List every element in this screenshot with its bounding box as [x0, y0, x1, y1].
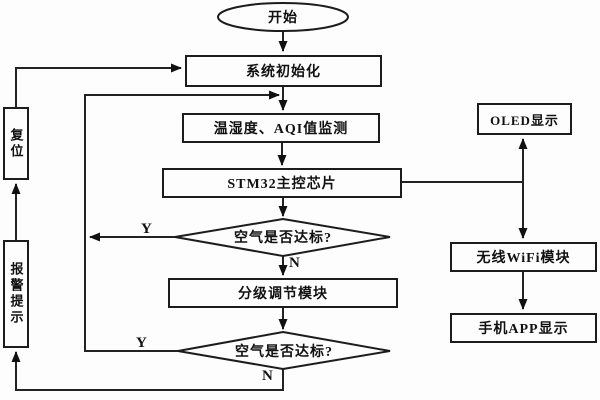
- node-phone-app-display: 手机APP显示: [450, 313, 597, 343]
- start-terminator-shape: [217, 2, 349, 32]
- check1-decision-shape: [174, 217, 391, 258]
- node-oled-display: OLED显示: [477, 103, 572, 135]
- node-reset: 复位: [3, 107, 29, 180]
- node-alarm-prompt: 报警提示: [3, 240, 29, 348]
- node-grading-adjust-module: 分级调节模块: [168, 278, 398, 308]
- node-wifi-module: 无线WiFi模块: [450, 242, 597, 272]
- check2-decision-shape: [177, 330, 391, 371]
- edge-check2-no-to-alarm: [11, 351, 284, 391]
- check2-no-label: N: [262, 368, 273, 384]
- check1-yes-label: Y: [141, 221, 152, 237]
- node-stm32-mcu: STM32主控芯片: [162, 168, 402, 198]
- edge-reset-to-init: [15, 63, 182, 107]
- edge-check2-yes-loop: [84, 90, 280, 352]
- check2-yes-label: Y: [136, 335, 147, 351]
- node-humidity-aqi-monitor: 温湿度、AQI值监测: [182, 113, 380, 143]
- node-system-init: 系统初始化: [185, 55, 382, 87]
- check1-no-label: N: [289, 255, 300, 271]
